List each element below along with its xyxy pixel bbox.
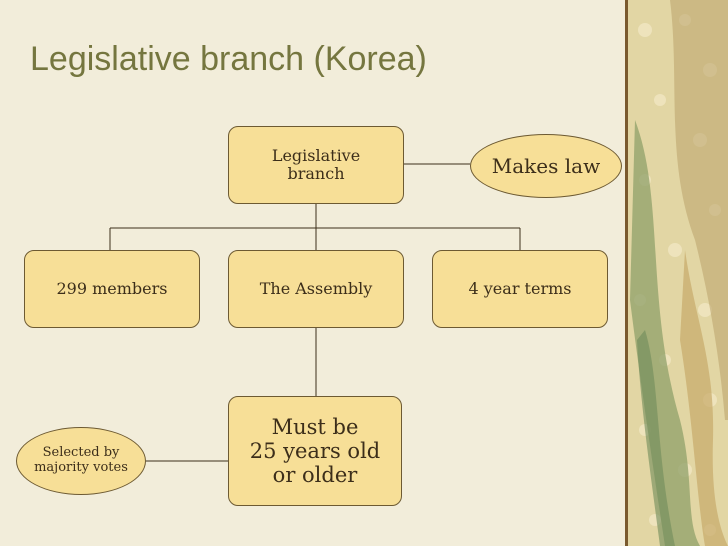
node-299-members: 299 members [24, 250, 200, 328]
node-the-assembly: The Assembly [228, 250, 404, 328]
node-age-requirement: Must be 25 years old or older [228, 396, 402, 506]
decorative-side-strip [625, 0, 728, 546]
node-4-year-terms: 4 year terms [432, 250, 608, 328]
node-legislative-branch: Legislative branch [228, 126, 404, 204]
decorative-pattern [625, 0, 728, 546]
node-makes-law: Makes law [470, 134, 622, 198]
slide-title: Legislative branch (Korea) [30, 40, 427, 78]
node-selected-by-majority: Selected by majority votes [16, 427, 146, 495]
